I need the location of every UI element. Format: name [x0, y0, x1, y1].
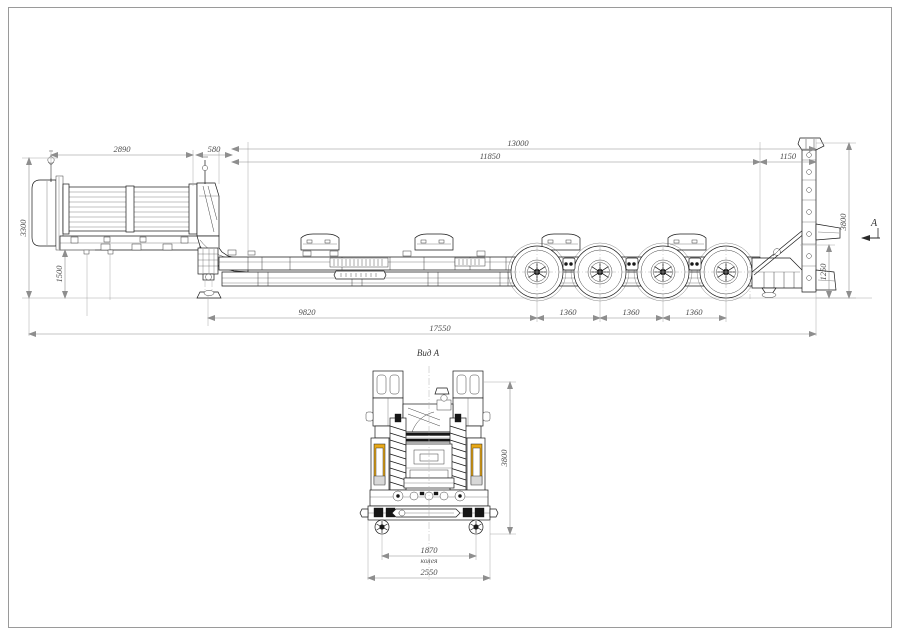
suspension-hangers [562, 257, 702, 271]
dim-17550: 17550 [28, 323, 817, 337]
dim-1360-c: 1360 [662, 307, 727, 321]
wheel-3 [636, 245, 690, 299]
front-bulkhead-group [31, 150, 201, 255]
dim-label-kingpin-to-axle: 9820 [299, 307, 317, 317]
dim-label-width: 2550 [421, 567, 439, 577]
rear-center-body [400, 387, 458, 443]
dim-label-rear-height-2: 3800 [499, 449, 509, 468]
dim-9820: 9820 [207, 307, 538, 321]
side-elevation-geometry [22, 137, 872, 302]
section-arrow-a: A [861, 218, 880, 241]
dim-label-axle-spacing-1: 1360 [560, 307, 578, 317]
rear-view-dimensions: 3800 1870 колея 2550 [367, 381, 516, 581]
section-arrow-label: A [870, 218, 878, 229]
wheel-1 [510, 245, 564, 299]
dim-11850: 11850 [231, 151, 761, 165]
dim-label-axle-spacing-3: 1360 [686, 307, 704, 317]
dim-label-deck-height: 1500 [54, 265, 64, 283]
dim-label-front-overhang: 2890 [114, 144, 132, 154]
wheel-2 [573, 245, 627, 299]
dim-1500: 1500 [54, 249, 95, 299]
dim-3800-side: 3800 [816, 142, 856, 299]
dim-1360-b: 1360 [599, 307, 664, 321]
side-view-dimensions: 2890 580 13000 11850 1150 [18, 138, 880, 337]
dim-2550-width: 2550 [367, 567, 491, 581]
dim-1360-a: 1360 [536, 307, 601, 321]
axle-wheel-group [507, 242, 756, 302]
rear-suspension-right [449, 413, 486, 499]
dim-label-deck-length: 11850 [480, 151, 501, 161]
dim-label-rear-ramp: 1150 [780, 151, 797, 161]
dim-label-track: 1870 [421, 545, 439, 555]
dim-1150: 1150 [759, 151, 817, 165]
dim-label-axle-spacing-2: 1360 [623, 307, 641, 317]
dim-3300: 3300 [18, 157, 58, 299]
dim-13000: 13000 [231, 138, 817, 152]
dim-label-height-total: 3300 [18, 219, 28, 238]
dim-label-rear-lower: 1250 [818, 263, 828, 281]
dim-label-overall-deck: 13000 [507, 138, 529, 148]
dim-2890: 2890 [50, 144, 194, 158]
dim-1250: 1250 [800, 244, 835, 299]
dim-label-rear-height: 3800 [838, 213, 848, 232]
dim-label-gooseneck-step: 580 [208, 144, 222, 154]
dim-580: 580 [195, 144, 233, 158]
dim-label-track-caption: колея [420, 556, 438, 565]
dim-label-overall-length: 17550 [429, 323, 451, 333]
rear-elevation-geometry [359, 366, 499, 580]
rear-view-title: Вид А [417, 348, 440, 358]
dim-1870-track: 1870 колея [381, 545, 477, 565]
dim-3800-rear: 3800 [499, 381, 513, 535]
wheel-4 [699, 245, 753, 299]
rear-post-right [452, 370, 491, 439]
